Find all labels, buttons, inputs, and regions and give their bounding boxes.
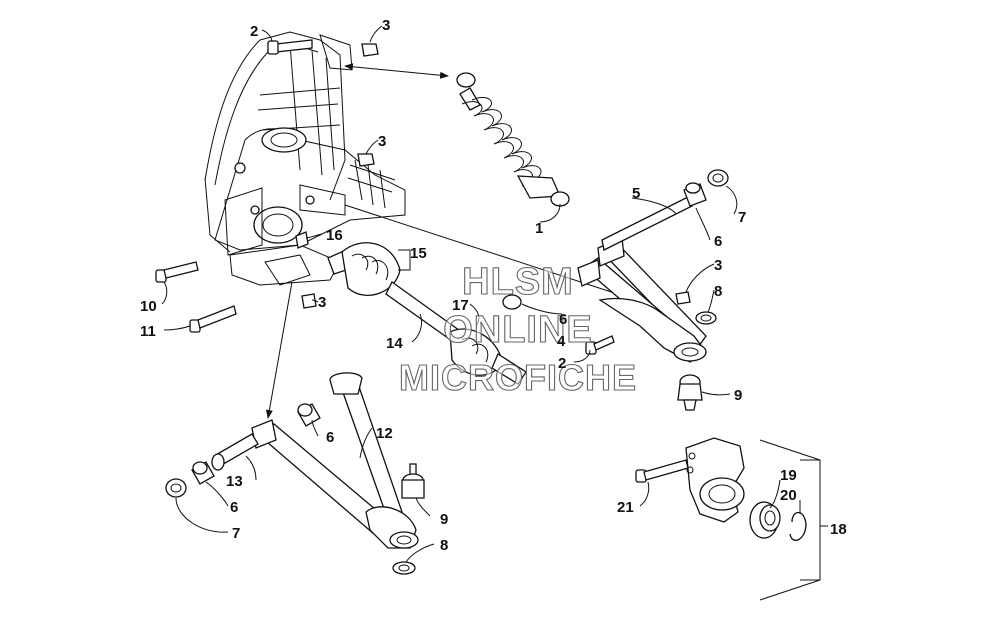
callout-3-top: 3: [382, 17, 390, 34]
bolt-shock-upper: [267, 39, 313, 55]
bolt-21: [635, 459, 689, 483]
callout-3-upper-arm: 3: [714, 257, 722, 274]
nut-shock-upper: [361, 43, 379, 57]
clip-16: [295, 231, 309, 249]
callout-8-lower: 8: [440, 537, 448, 554]
callout-5: 5: [632, 185, 640, 202]
callout-13: 13: [226, 473, 243, 490]
shock-absorber: [456, 72, 570, 207]
lower-arm-mount-arrow: [265, 281, 293, 419]
bolt-10: [155, 261, 199, 283]
ball-joint-upper: [677, 374, 703, 411]
ball-joint-lower: [401, 463, 425, 499]
callout-12: 12: [376, 425, 393, 442]
frame-assembly: [204, 31, 406, 286]
callout-15: 15: [410, 245, 427, 262]
nut-lower-frame: [301, 293, 317, 309]
cv-drive-shaft: [327, 242, 527, 385]
nut-frame-mid: [357, 153, 375, 167]
callout-7-upper: 7: [738, 209, 746, 226]
callout-3-lower-frame: 3: [318, 294, 326, 311]
watermark-line-2: ONLINE: [443, 309, 593, 351]
callout-6-upper: 6: [714, 233, 722, 250]
shock-mount-arrow: [344, 63, 449, 79]
bushing-lower-left: [191, 461, 215, 485]
callout-2-top: 2: [250, 23, 258, 40]
callout-3-frame: 3: [378, 133, 386, 150]
bushing-lower-upper: [297, 403, 321, 427]
watermark: HLSM ONLINE MICROFICHE: [398, 260, 637, 398]
callout-11: 11: [140, 323, 156, 340]
steering-knuckle: [685, 437, 745, 523]
upper-arm-mount-arrow: [344, 204, 643, 303]
callout-6-center: 6: [559, 311, 567, 328]
callout-21: 21: [617, 499, 634, 516]
callout-9-upper: 9: [734, 387, 742, 404]
watermark-line-3: MICROFICHE: [399, 357, 637, 398]
callout-10: 10: [140, 298, 157, 315]
callout-4: 4: [557, 333, 566, 350]
bolt-upper-arm: [585, 335, 615, 355]
callout-2-center: 2: [558, 355, 566, 372]
callout-6-lower-left: 6: [230, 499, 238, 516]
callout-20: 20: [780, 487, 797, 504]
washer-upper: [695, 311, 717, 325]
callout-9-lower: 9: [440, 511, 448, 528]
callout-16: 16: [326, 227, 343, 244]
callout-7-lower: 7: [232, 525, 240, 542]
bushing-upper-left: [502, 294, 522, 310]
snap-ring: [789, 511, 807, 541]
callout-labels: 1 2 2 3 3 3 3 4 5 6 6 6 6 7 7 8 8 9 9 10…: [140, 17, 847, 554]
callout-6-lower: 6: [326, 429, 334, 446]
wheel-bearing: [749, 501, 781, 539]
pivot-tube-lower: [211, 433, 259, 471]
washer-lower: [392, 561, 416, 575]
bolt-11: [189, 305, 237, 333]
bracket-18: [800, 459, 821, 581]
lower-a-arm: [251, 372, 419, 549]
callout-1: 1: [535, 220, 543, 237]
seal-upper: [707, 169, 729, 187]
callout-14: 14: [386, 335, 403, 352]
callout-17: 17: [452, 297, 469, 314]
upper-a-arm: [577, 237, 707, 363]
nut-upper-arm: [675, 291, 691, 305]
watermark-line-1: HLSM: [462, 261, 574, 303]
pivot-tube-upper: [601, 195, 693, 251]
callout-18: 18: [830, 521, 847, 538]
bushing-upper-right: [683, 182, 707, 207]
callout-8-upper: 8: [714, 283, 722, 300]
callout-19: 19: [780, 467, 797, 484]
seal-lower: [165, 478, 187, 498]
